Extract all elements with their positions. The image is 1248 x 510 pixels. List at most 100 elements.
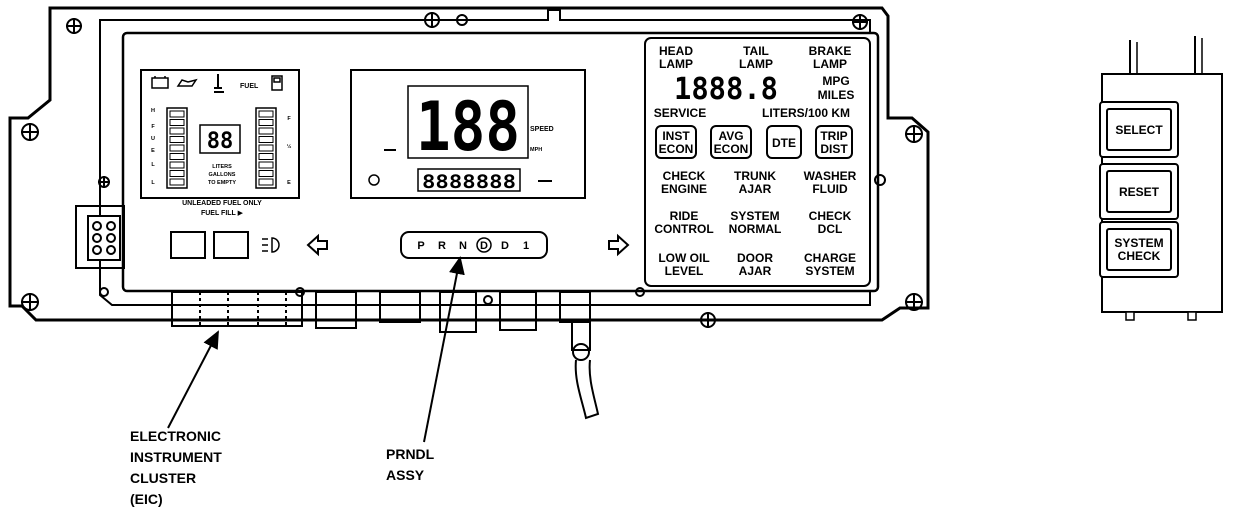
bar-segment <box>169 110 185 118</box>
bar-segment <box>169 136 185 143</box>
odometer-digits: 8888888 <box>422 171 516 193</box>
temperature-bar <box>255 107 277 189</box>
fuel-pump-icon <box>271 75 283 91</box>
warning-label: AJAR <box>739 264 772 278</box>
mph-label: MPH <box>530 147 542 153</box>
prndl-callout-2: ASSY <box>386 467 425 483</box>
info-panel: HEAD LAMP TAIL LAMP BRAKE LAMP 1888.8 MP… <box>644 37 871 287</box>
warning-label: CHARGE <box>804 251 856 265</box>
prndl-letter: R <box>438 240 446 252</box>
module-button-0[interactable]: SELECT <box>1099 101 1179 158</box>
prndl-letter: P <box>417 240 424 252</box>
turn-signal-left-icon <box>306 233 328 257</box>
warning-label: CHECK <box>663 169 706 183</box>
rear-connectors <box>171 291 600 420</box>
prndl-letter: D <box>501 240 509 252</box>
prndl-letter: 1 <box>523 240 529 252</box>
eic-callout-2: INSTRUMENT <box>130 449 222 465</box>
bar-segment <box>169 178 185 186</box>
screw-icon <box>905 125 923 143</box>
gauge-note-2: GALLONS <box>209 172 236 178</box>
info-button-label: INST <box>662 129 690 143</box>
eic-callout-3: CLUSTER <box>130 470 196 486</box>
bar-segment <box>258 119 274 126</box>
fuel-scale-label: F <box>151 124 155 130</box>
mounting-screws <box>21 12 923 328</box>
fuel-fill-note: FUEL FILL ▶ <box>201 210 244 217</box>
bar-segment <box>258 127 274 135</box>
info-button-label: TRIP <box>820 129 847 143</box>
brake-lamp-label-1: BRAKE <box>809 44 852 58</box>
bar-segment <box>258 153 274 160</box>
warning-label: FLUID <box>812 182 848 196</box>
screw-icon <box>66 18 82 34</box>
prndl-callout-1: PRNDL <box>386 446 435 462</box>
eic-leader <box>167 330 219 429</box>
left-switch-2[interactable] <box>213 231 249 259</box>
head-lamp-label-1: HEAD <box>659 44 693 58</box>
cluster-bezel-outline <box>8 6 930 322</box>
info-button-label: AVG <box>718 129 743 143</box>
turn-signal-right-icon <box>608 233 630 257</box>
speed-digits: 188 <box>416 88 520 167</box>
screw-icon <box>99 287 109 297</box>
unleaded-fuel-note: UNLEADED FUEL ONLY <box>182 200 262 207</box>
oil-can-icon <box>176 78 198 87</box>
info-display-digits: 1888.8 <box>674 72 778 107</box>
warning-label: SYSTEM <box>805 264 854 278</box>
brake-lamp-label-2: LAMP <box>813 57 847 71</box>
module-button-label: RESET <box>1119 185 1160 199</box>
screw-icon <box>874 174 886 186</box>
module-button-label: SYSTEM <box>1114 236 1163 250</box>
bar-segment <box>258 161 274 169</box>
screw-icon <box>905 293 923 311</box>
eic-callout-4: (EIC) <box>130 491 163 507</box>
warning-label: DOOR <box>737 251 773 265</box>
battery-icon <box>151 76 169 89</box>
tail-lamp-label-1: TAIL <box>743 44 769 58</box>
screw-icon <box>98 176 110 188</box>
warning-label: RIDE <box>670 209 699 223</box>
liters-label: LITERS/100 KM <box>762 106 850 120</box>
bar-segment <box>258 144 274 152</box>
bar-segment <box>169 144 185 152</box>
eic-callout-1: ELECTRONIC <box>130 428 221 444</box>
screw-icon <box>852 14 868 30</box>
fuel-scale-label: E <box>151 148 155 154</box>
fuel-scale-label: H <box>151 108 155 114</box>
temp-scale-label: F <box>287 116 291 122</box>
screw-icon <box>456 14 468 26</box>
screw-icon <box>483 295 493 305</box>
mpg-label: MPG <box>822 74 849 88</box>
bar-segment <box>258 178 274 186</box>
screw-icon <box>21 123 39 141</box>
module-button-label: CHECK <box>1118 249 1161 263</box>
service-label: SERVICE <box>654 106 706 120</box>
tail-lamp-label-2: LAMP <box>739 57 773 71</box>
warning-label: CHECK <box>809 209 852 223</box>
bar-segment <box>258 110 274 118</box>
warning-label: NORMAL <box>729 222 782 236</box>
fuel-label: FUEL <box>240 83 259 90</box>
temp-scale-label: E <box>287 180 291 186</box>
cluster-inner-frame <box>99 9 871 306</box>
speed-label: SPEED <box>530 126 554 133</box>
speedometer-module: 188 SPEED MPH 8888888 <box>350 69 586 199</box>
side-connector <box>75 205 125 269</box>
left-switch-1[interactable] <box>170 231 206 259</box>
info-button-label: DTE <box>772 136 796 150</box>
fuel-digits: 88 <box>207 129 234 154</box>
info-button-label: ECON <box>714 142 749 156</box>
info-button-2[interactable]: DTE <box>766 125 802 159</box>
module-button-label: SELECT <box>1115 123 1163 137</box>
module-button-1[interactable]: RESET <box>1099 163 1179 220</box>
head-lamp-label-2: LAMP <box>659 57 693 71</box>
fuel-scale-label: L <box>151 180 155 186</box>
bar-segment <box>169 153 185 160</box>
fuel-scale-label: L <box>151 162 155 168</box>
